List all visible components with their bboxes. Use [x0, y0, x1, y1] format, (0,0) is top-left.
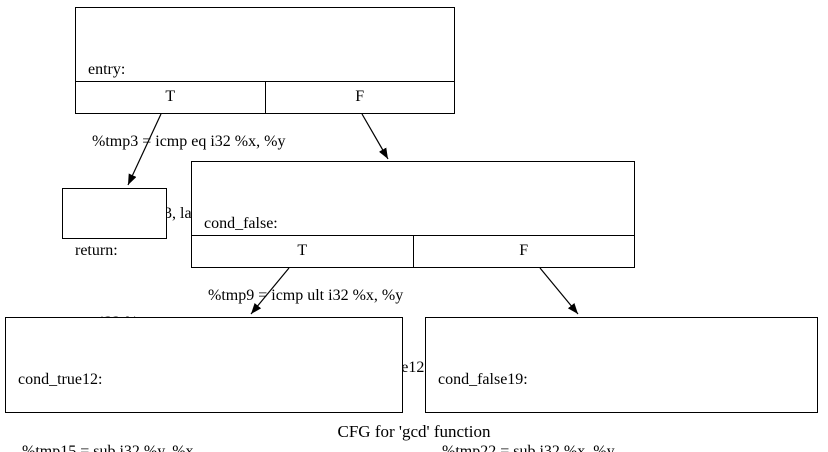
node-entry: entry: %tmp3 = icmp eq i32 %x, %y br i1 … [75, 7, 455, 222]
node-cond-true12-label: cond_true12: %tmp15 = sub i32 %y, %x %tm… [6, 318, 402, 452]
node-cond-false-ports: T F [192, 235, 634, 267]
node-return: return: ret i32 %x [62, 188, 167, 331]
node-cond-false19-label: cond_false19: %tmp22 = sub i32 %x, %y %t… [426, 318, 817, 452]
basic-block-name: return: [75, 242, 118, 259]
basic-block-name: cond_false19: [438, 371, 528, 388]
node-entry-ports: T F [76, 81, 454, 113]
entry-port-true: T [165, 88, 176, 105]
ir-instruction: %tmp9 = icmp ult i32 %x, %y [204, 287, 404, 304]
cond-false-port-false: F [412, 236, 635, 267]
ir-instruction: %tmp3 = icmp eq i32 %x, %y [88, 133, 286, 150]
ir-instruction: %tmp22 = sub i32 %x, %y [438, 443, 615, 452]
basic-block-name: cond_false: [204, 215, 278, 232]
node-cond-false19: cond_false19: %tmp22 = sub i32 %x, %y %t… [425, 317, 818, 452]
ir-instruction: %tmp15 = sub i32 %y, %x [18, 443, 194, 452]
node-cond-false: cond_false: %tmp9 = icmp ult i32 %x, %y … [191, 161, 635, 376]
node-cond-true12: cond_true12: %tmp15 = sub i32 %y, %x %tm… [5, 317, 403, 452]
basic-block-name: entry: [88, 61, 126, 78]
graph-caption: CFG for 'gcd' function [337, 422, 491, 441]
cond-false-port-true: T [297, 242, 308, 259]
basic-block-name: cond_true12: [18, 371, 103, 388]
entry-port-false: F [264, 82, 455, 113]
